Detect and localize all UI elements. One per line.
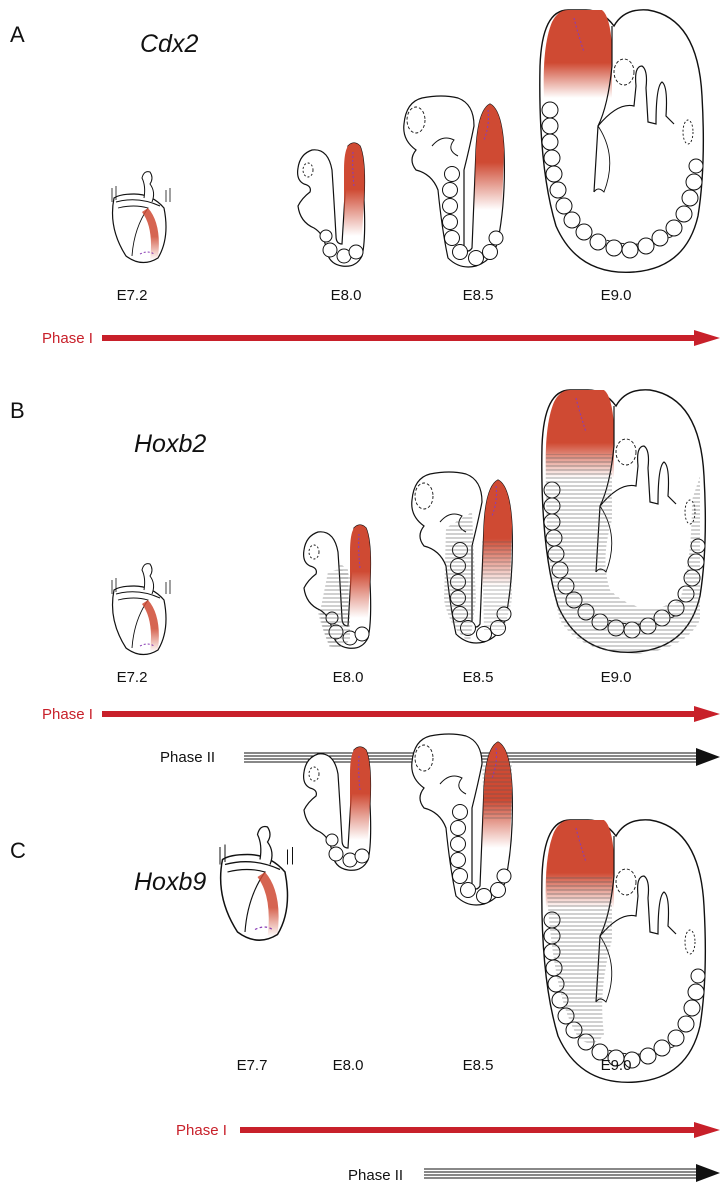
stage-label: E8.0 xyxy=(333,669,364,686)
stage-label: E8.0 xyxy=(333,1057,364,1074)
embryo-e8-5 xyxy=(404,96,505,267)
stage-label: E8.5 xyxy=(463,669,494,686)
embryo-e7-7 xyxy=(220,827,293,941)
hatched-region xyxy=(482,540,512,630)
panel-a: A Cdx2 E7.2 E8.0 E8.5 E9.0 Phase I xyxy=(10,10,720,347)
embryo-e8-0 xyxy=(304,747,371,870)
phase-one-arrow xyxy=(102,706,720,722)
embryo-e9-0 xyxy=(540,10,704,272)
phase-two-label: Phase II xyxy=(348,1167,403,1184)
stage-label: E9.0 xyxy=(601,669,632,686)
phase-two-arrow xyxy=(424,1164,720,1182)
phase-one-arrow xyxy=(240,1122,720,1138)
gene-name: Hoxb9 xyxy=(134,868,206,896)
hatched-region xyxy=(482,760,512,820)
stage-label: E8.5 xyxy=(463,287,494,304)
embryo-e7-2 xyxy=(112,172,170,263)
stage-label: E7.7 xyxy=(237,1057,268,1074)
phase-one-label: Phase I xyxy=(42,330,93,347)
stage-label: E9.0 xyxy=(601,1057,632,1074)
phase-two-label: Phase II xyxy=(160,749,215,766)
gene-name: Cdx2 xyxy=(140,30,198,58)
embryo-e7-2 xyxy=(112,564,170,655)
gene-name: Hoxb2 xyxy=(134,430,206,458)
phase-one-arrow xyxy=(102,330,720,346)
embryo-e8-0 xyxy=(298,143,365,266)
panel-b: B Hoxb2 E7.2 E8.0 E8.5 E9.0 Phase I Phas… xyxy=(10,390,720,766)
panel-letter: B xyxy=(10,398,25,423)
stage-label: E9.0 xyxy=(601,287,632,304)
stage-label: E8.0 xyxy=(331,287,362,304)
phase-one-label: Phase I xyxy=(176,1122,227,1139)
panel-letter: A xyxy=(10,22,25,47)
stage-label: E7.2 xyxy=(117,669,148,686)
hatched-region xyxy=(444,512,476,642)
panel-c: C Hoxb9 E7.7 E8.0 E8.5 E9.0 Phase I Phas… xyxy=(10,734,720,1184)
stage-label: E8.5 xyxy=(463,1057,494,1074)
stage-label: E7.2 xyxy=(117,287,148,304)
panel-letter: C xyxy=(10,838,26,863)
phase-one-label: Phase I xyxy=(42,706,93,723)
